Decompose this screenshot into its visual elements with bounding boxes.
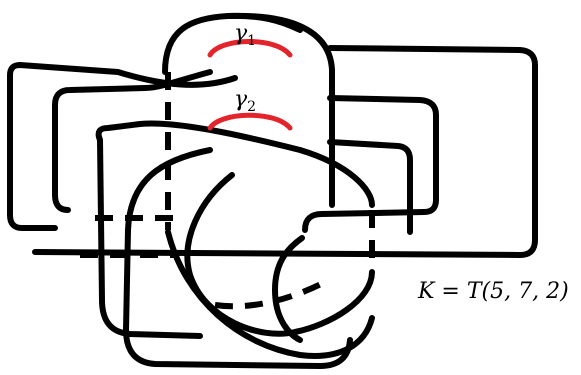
knot-strand-inner-left: [97, 137, 203, 339]
knot-strand-inner-loop: [95, 120, 413, 235]
knot-strand-sweep-left: [184, 147, 375, 337]
knot-label: K = T(5, 7, 2): [417, 279, 569, 304]
knot-strand-inner-curve: [272, 235, 305, 343]
knot-strand-dashed-diagonal: [214, 279, 327, 310]
gamma2-arc: [207, 112, 293, 131]
knot-strand-outer-loop: [7, 45, 538, 258]
knot-strand-middle-loop: [52, 69, 439, 233]
knot-strand-inner-mid: [123, 147, 353, 369]
gamma1-label: γ1: [234, 21, 256, 49]
gamma2-label: γ2: [234, 87, 256, 115]
knot-strand-sweep-right: [165, 229, 375, 359]
knot-strand-right-arch: [225, 12, 335, 208]
gamma1-arc: [207, 39, 293, 58]
